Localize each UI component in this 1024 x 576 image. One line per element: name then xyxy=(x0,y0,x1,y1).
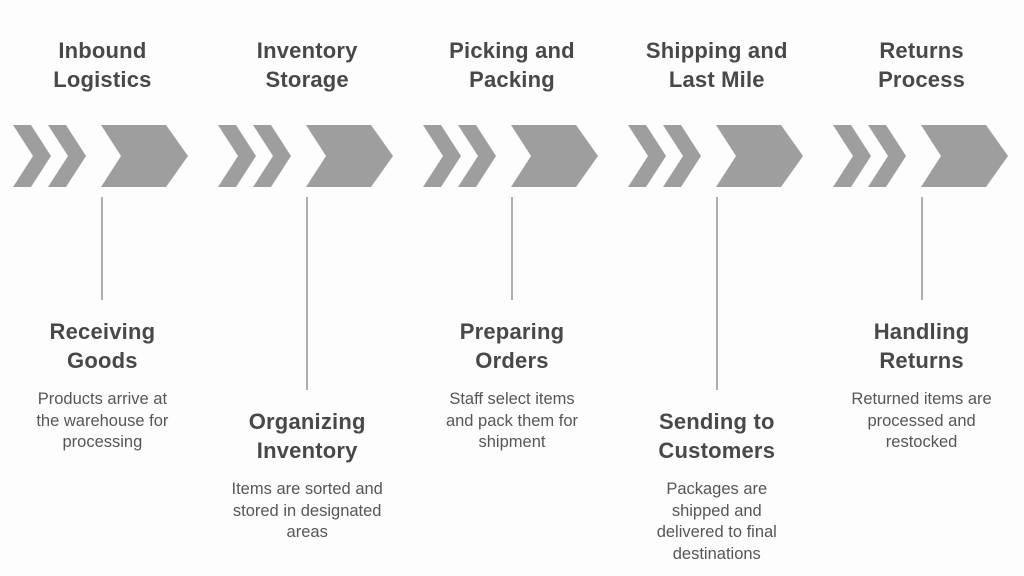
stage-detail: Organizing Inventory Items are sorted an… xyxy=(218,407,396,544)
stage-description: Staff select items and pack them for shi… xyxy=(445,390,579,451)
stage-column-returns-process: Returns Process Handling Returns Returne… xyxy=(819,0,1024,576)
stage-subtitle: Receiving Goods xyxy=(49,319,156,373)
stage-column-picking-packing: Picking and Packing Preparing Orders Sta… xyxy=(410,0,615,576)
connector-line xyxy=(715,197,718,390)
connector-line xyxy=(510,197,513,300)
triple-chevron-arrow-icon xyxy=(13,125,191,187)
triple-chevron-arrow-icon xyxy=(422,125,601,187)
stage-title: Inbound Logistics xyxy=(53,38,152,92)
stage-detail: Preparing Orders Staff select items and … xyxy=(423,317,601,454)
triple-chevron-arrow-icon xyxy=(627,125,806,187)
triple-chevron-arrow-icon xyxy=(832,125,1011,187)
stage-detail: Sending to Customers Packages are shippe… xyxy=(628,407,806,565)
connector-line xyxy=(306,197,309,390)
connector-line xyxy=(920,197,923,300)
connector-line xyxy=(101,197,104,300)
stage-description: Items are sorted and stored in designate… xyxy=(231,480,383,541)
stage-title: Picking and Packing xyxy=(449,38,575,92)
stage-description: Packages are shipped and delivered to fi… xyxy=(656,480,777,563)
stage-column-inbound-logistics: Inbound Logistics Receiving Goods Produc… xyxy=(0,0,205,576)
triple-chevron-arrow-icon xyxy=(218,125,396,187)
stage-detail: Handling Returns Returned items are proc… xyxy=(833,317,1011,454)
stage-detail: Receiving Goods Products arrive at the w… xyxy=(13,317,191,454)
stage-description: Returned items are processed and restock… xyxy=(851,390,992,451)
stage-subtitle: Handling Returns xyxy=(873,319,970,373)
stage-subtitle: Organizing Inventory xyxy=(248,409,366,463)
stage-subtitle: Preparing Orders xyxy=(459,319,565,373)
stage-description: Products arrive at the warehouse for pro… xyxy=(36,390,169,451)
stage-title: Shipping and Last Mile xyxy=(645,38,788,92)
stage-title: Inventory Storage xyxy=(256,38,358,92)
stage-title: Returns Process xyxy=(878,38,966,92)
stage-column-inventory-storage: Inventory Storage Organizing Inventory I… xyxy=(205,0,410,576)
stage-subtitle: Sending to Customers xyxy=(658,409,776,463)
stage-column-shipping-last-mile: Shipping and Last Mile Sending to Custom… xyxy=(614,0,819,576)
